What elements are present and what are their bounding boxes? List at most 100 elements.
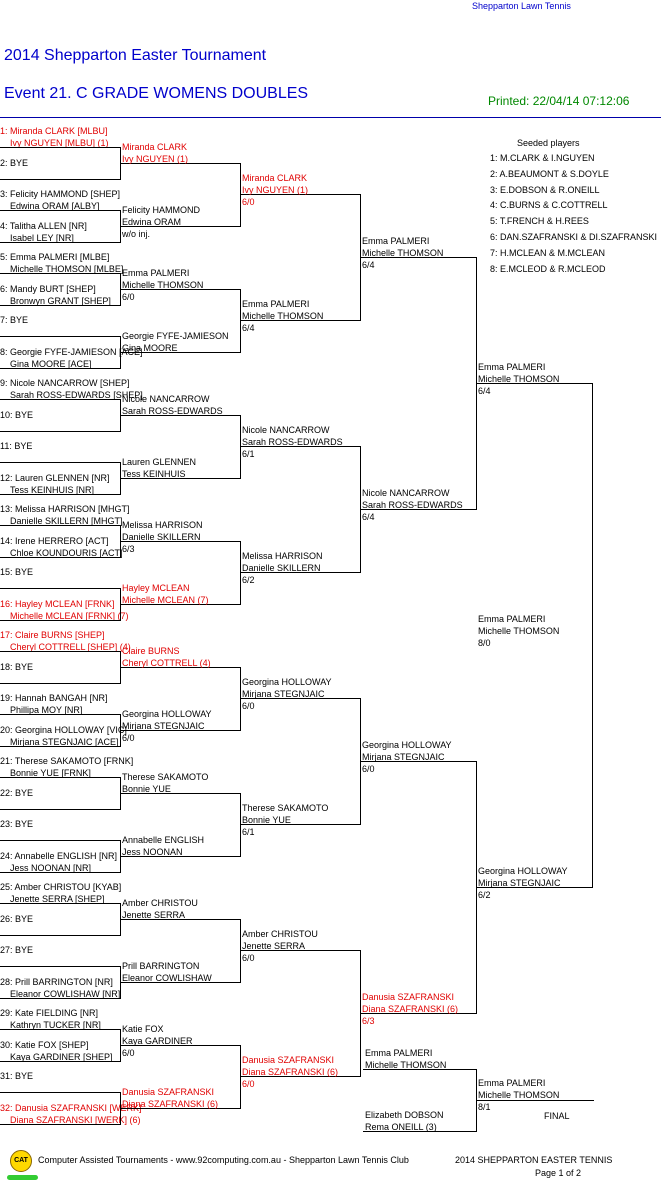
draw-entry-player1: 14: Irene HERRERO [ACT] [0, 535, 109, 546]
winner-player1: Georgina HOLLOWAY [122, 708, 212, 719]
winner-player1: Emma PALMERI [478, 614, 546, 625]
winner-player1: Georgina HOLLOWAY [362, 740, 452, 751]
cat-logo-bar [7, 1175, 38, 1180]
winner-player2: Sarah ROSS-EDWARDS [362, 500, 463, 511]
bracket-line [476, 383, 592, 385]
bracket-line [120, 477, 240, 479]
winner-player1: Nicole NANCARROW [122, 393, 210, 404]
winner-player2: Danielle SKILLERN [242, 563, 321, 574]
draw-line [0, 241, 120, 243]
final-winner-player2: Michelle THOMSON [478, 1090, 560, 1100]
winner-player2: Michelle MCLEAN (7) [122, 594, 209, 605]
draw-entry-player1: 32: Danusia SZAFRANSKI [WERK] [0, 1102, 142, 1113]
winner-player1: Melissa HARRISON [242, 551, 323, 562]
seeded-player-item: 4: C.BURNS & C.COTTRELL [490, 200, 608, 211]
match-score: 6/2 [478, 890, 491, 901]
bracket-line [240, 950, 360, 952]
draw-line [0, 682, 120, 684]
winner-player2: Eleanor COWLISHAW [122, 972, 212, 983]
draw-entry-player1: 21: Therese SAKAMOTO [FRNK] [0, 756, 134, 766]
winner-player2: Michelle THOMSON [242, 311, 324, 322]
winner-player2: Diana SZAFRANSKI (6) [242, 1067, 339, 1078]
winner-player2: Mirjana STEGNJAIC [122, 720, 205, 731]
draw-entry-player2: Isabel LEY [NR] [10, 232, 74, 243]
winner-player2: Mirjana STEGNJAIC [242, 689, 325, 700]
winner-player1: Danusia SZAFRANSKI [242, 1055, 335, 1066]
bracket-line [240, 320, 360, 322]
winner-player1: Nicole NANCARROW [362, 488, 450, 499]
seeded-player-item: 3: E.DOBSON & R.ONEILL [490, 184, 600, 195]
footer-credit: Computer Assisted Tournaments - www.92co… [38, 1155, 409, 1165]
winner-player2: Michelle THOMSON [362, 248, 444, 259]
winner-player2: Michelle THOMSON [478, 374, 560, 385]
winner-player2: Cheryl COTTRELL (4) [122, 657, 211, 668]
draw-line [0, 997, 120, 999]
draw-entry-player1: 29: Kate FIELDING [NR] [0, 1008, 99, 1018]
winner-player1: Georgina HOLLOWAY [478, 866, 568, 877]
bracket-line [240, 698, 360, 700]
draw-entry-player1: 22: BYE [0, 787, 34, 798]
winner-player1: Amber CHRISTOU [242, 929, 318, 940]
draw-line [0, 1029, 120, 1030]
seeded-player-item: 7: H.MCLEAN & M.MCLEAN [490, 247, 606, 258]
draw-line [0, 1092, 120, 1093]
draw-line [0, 808, 120, 810]
winner-player1: Annabelle ENGLISH [122, 834, 205, 845]
draw-entry-player1: 6: Mandy BURT [SHEP] [0, 283, 96, 294]
draw-line [0, 525, 120, 526]
draw-entry-player2: Michelle MCLEAN [FRNK] (7) [10, 610, 129, 621]
draw-entry-player1: 25: Amber CHRISTOU [KYAB] [0, 882, 122, 892]
draw-line [0, 903, 120, 904]
bracket-line [240, 446, 360, 448]
match-score: 6/0 [122, 732, 135, 743]
draw-entry-player2: Sarah ROSS-EDWARDS [SHEP] [10, 390, 143, 400]
cat-logo-icon: CAT [10, 1150, 32, 1172]
draw-entry-player1: 23: BYE [0, 819, 34, 829]
final-winner-line [476, 1100, 594, 1101]
final-top-player2: Michelle THOMSON [365, 1060, 447, 1070]
draw-entry-player1: 26: BYE [0, 913, 34, 924]
bracket-line [120, 414, 240, 416]
draw-entry-player1: 10: BYE [0, 409, 34, 420]
winner-player1: Amber CHRISTOU [122, 897, 198, 908]
draw-line [0, 619, 120, 621]
draw-entry-player1: 28: Prill BARRINGTON [NR] [0, 976, 113, 987]
match-score: 6/4 [362, 512, 375, 523]
winner-player2: Michelle THOMSON [478, 626, 560, 637]
match-score: 6/4 [362, 260, 375, 271]
final-label: FINAL [544, 1111, 570, 1121]
draw-entry-player2: Kaya GARDINER [SHEP] [10, 1051, 113, 1062]
seeded-player-item: 8: E.MCLEOD & R.MCLEOD [490, 263, 606, 274]
match-score: 6/0 [362, 764, 375, 775]
draw-entry-player1: 13: Melissa HARRISON [MHGT] [0, 504, 130, 514]
header-rule [0, 117, 661, 118]
draw-entry-player2: Tess KEINHUIS [NR] [10, 484, 95, 495]
bracket-line [120, 981, 240, 983]
draw-line [0, 966, 120, 967]
draw-entry-player2: Michelle THOMSON [MLBE] [10, 264, 124, 274]
printed-timestamp: Printed: 22/04/14 07:12:06 [488, 94, 630, 108]
draw-entry-player2: Eleanor COWLISHAW [NR] [10, 988, 121, 999]
draw-entry-player2: Kathryn TUCKER [NR] [10, 1020, 101, 1030]
winner-player2: Tess KEINHUIS [122, 468, 186, 479]
bracket-line [120, 855, 240, 857]
bracket-line [120, 792, 240, 794]
bracket-line [120, 918, 240, 920]
winner-player1: Nicole NANCARROW [242, 425, 330, 436]
winner-player2: Jess NOONAN [122, 846, 183, 857]
bracket-line [240, 824, 360, 826]
draw-line [0, 462, 120, 463]
event-title: Event 21. C GRADE WOMENS DOUBLES [4, 85, 309, 102]
winner-player2: Edwina ORAM [122, 216, 182, 227]
draw-line [0, 304, 120, 306]
winner-player1: Felicity HAMMOND [122, 204, 200, 215]
footer-event: 2014 SHEPPARTON EASTER TENNIS [455, 1155, 613, 1165]
tournament-title: 2014 Shepparton Easter Tournament [4, 47, 267, 64]
bracket-line [120, 666, 240, 668]
winner-player2: Gina MOORE [122, 342, 178, 353]
winner-player1: Danusia SZAFRANSKI [362, 992, 455, 1003]
club-name: Shepparton Lawn Tennis [472, 1, 571, 11]
draw-entry-player2: Danielle SKILLERN [MHGT] [10, 516, 123, 526]
bracket-line [120, 225, 240, 227]
